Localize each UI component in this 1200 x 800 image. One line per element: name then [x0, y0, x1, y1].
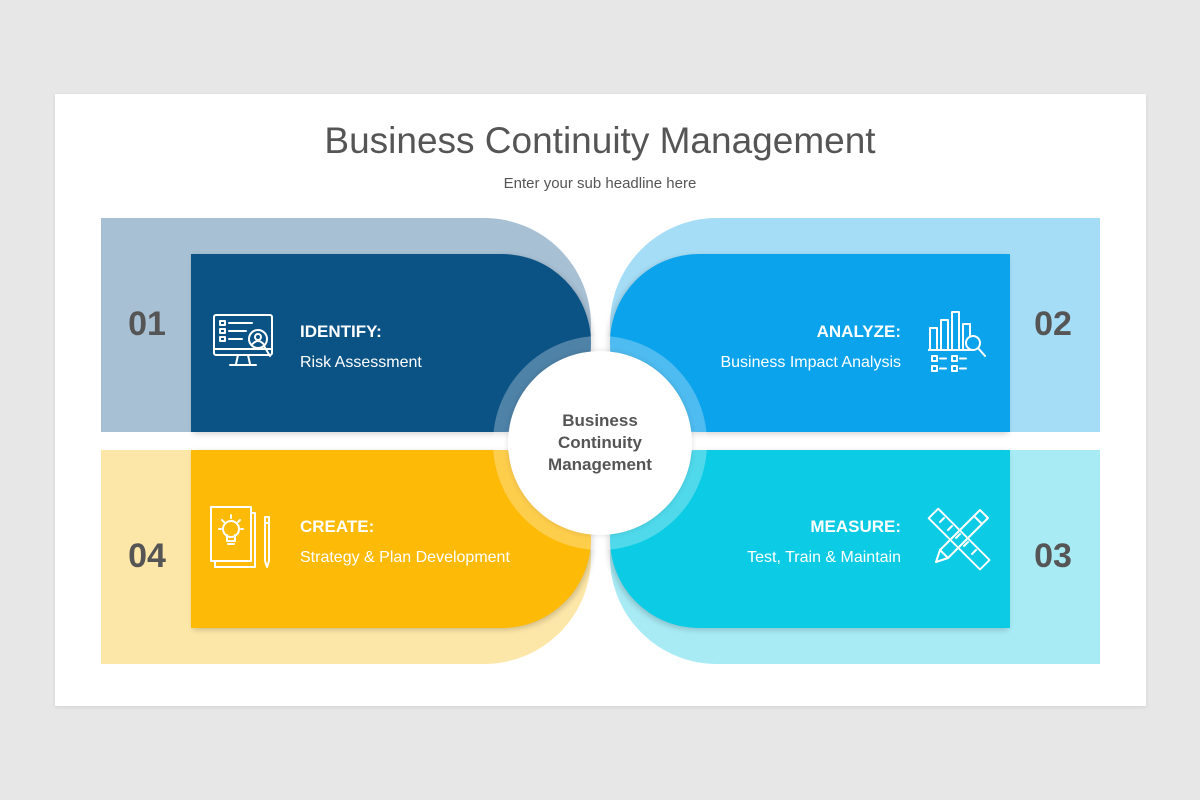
step-desc-create: Strategy & Plan Development	[300, 549, 510, 566]
step-heading-create: CREATE:	[300, 517, 375, 536]
slide-subtitle: Enter your sub headline here	[503, 175, 697, 192]
slide-title: Business Continuity Management	[324, 120, 876, 161]
center-label: Business Continuity Management	[548, 411, 652, 474]
bar-chart-search-icon	[928, 311, 986, 372]
step-desc-analyze: Business Impact Analysis	[720, 354, 901, 371]
step-number-04: 04	[128, 537, 166, 575]
step-heading-measure: MEASURE:	[810, 517, 901, 536]
monitor-search-icon	[213, 314, 273, 366]
step-number-03: 03	[1034, 537, 1072, 575]
step-heading-analyze: ANALYZE:	[816, 322, 901, 341]
step-heading-identify: IDENTIFY:	[300, 322, 382, 341]
step-desc-identify: Risk Assessment	[300, 354, 422, 371]
center-circle: Business Continuity Management	[508, 351, 692, 535]
document-lightbulb-icon	[210, 506, 270, 568]
step-number-01: 01	[128, 305, 166, 343]
step-number-02: 02	[1034, 305, 1072, 343]
step-desc-measure: Test, Train & Maintain	[747, 549, 901, 566]
pencil-ruler-icon	[927, 507, 991, 571]
